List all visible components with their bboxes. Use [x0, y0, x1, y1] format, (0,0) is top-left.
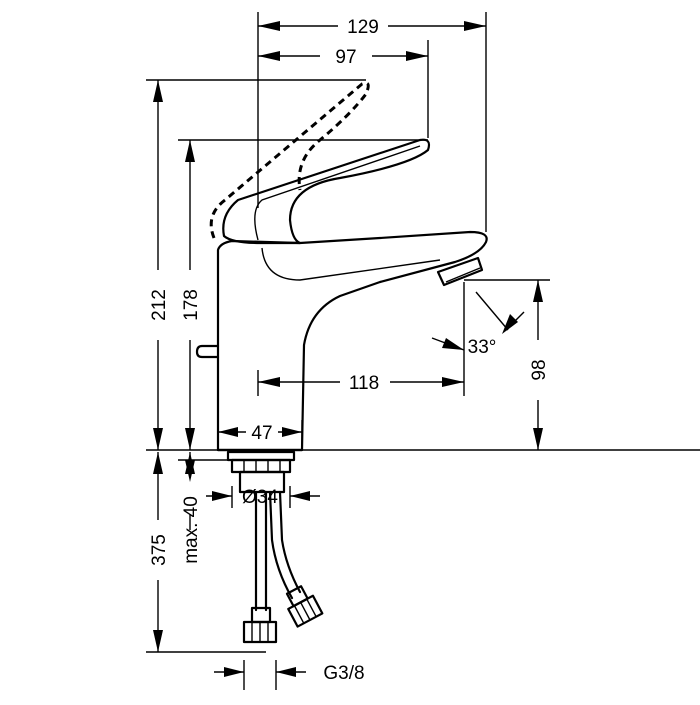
dimension-375: [153, 452, 163, 652]
dimension-d34: [206, 486, 320, 508]
lever-handle: [222, 138, 431, 245]
dimension-118: [258, 377, 464, 387]
aerator: [436, 256, 484, 287]
dim-text-47: 47: [251, 423, 272, 444]
threaded-shank: [238, 470, 286, 494]
extension-lines: [146, 12, 700, 690]
dim-text-129: 129: [347, 17, 379, 38]
hose-left: [254, 490, 268, 612]
popup-rod: [195, 344, 220, 359]
dimension-129: [258, 21, 486, 31]
dim-text-max40: max. 40: [181, 496, 202, 564]
dimension-212: [153, 80, 163, 450]
dimension-98: [533, 280, 543, 450]
faucet-outline: [195, 81, 488, 452]
dim-text-98: 98: [529, 359, 550, 380]
mounting-nut: [230, 458, 292, 474]
dimension-97: [258, 51, 428, 61]
dimension-g38: [214, 667, 306, 677]
faucet-body: [216, 230, 488, 452]
dim-text-178: 178: [181, 289, 202, 321]
dimension-max40: [185, 452, 195, 530]
dimension-178: [185, 140, 195, 450]
dim-text-g38: G3/8: [323, 663, 364, 684]
dim-text-212: 212: [149, 289, 170, 321]
dim-text-angle: 33°: [468, 337, 497, 358]
dim-text-97: 97: [335, 47, 356, 68]
dim-text-375: 375: [149, 534, 170, 566]
dim-text-118: 118: [349, 373, 379, 394]
mounting-nut-top: [226, 450, 296, 462]
under-counter-assembly: [226, 450, 324, 644]
dimension-angle: [431, 311, 525, 351]
dimension-47: [218, 427, 302, 437]
dim-text-d34: Ø34: [242, 487, 278, 508]
lever-open-position: [209, 81, 370, 239]
